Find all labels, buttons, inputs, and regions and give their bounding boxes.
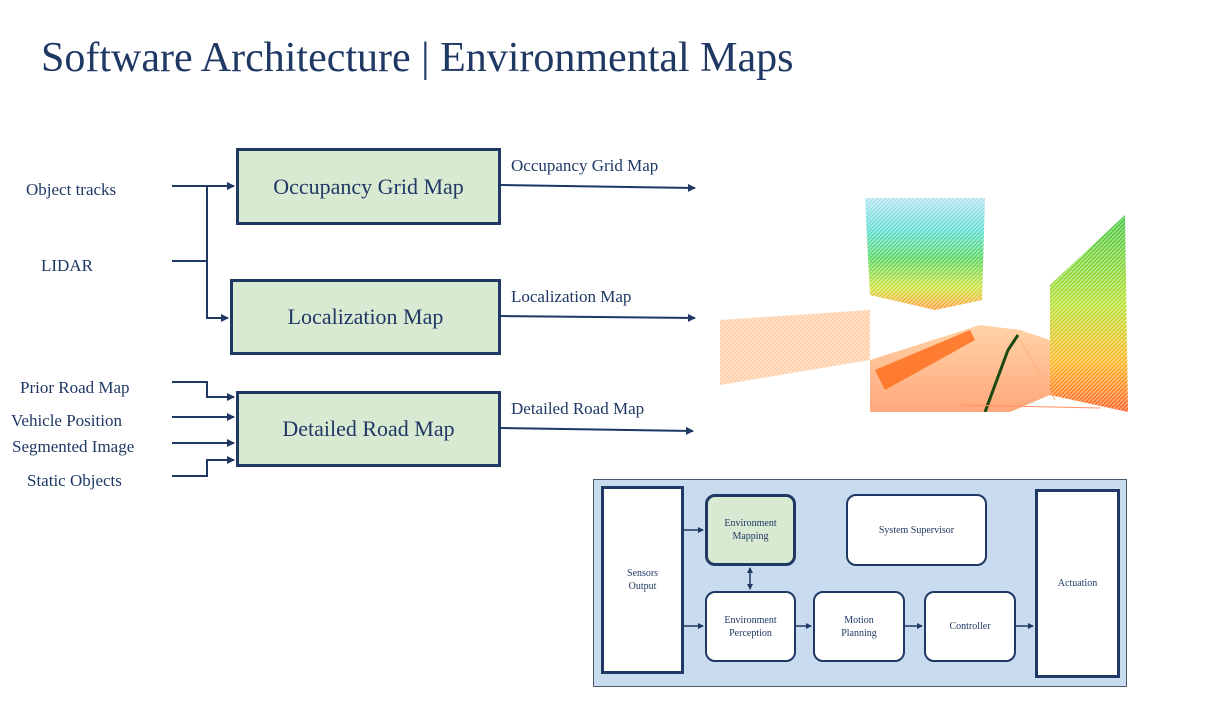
page-title: Software Architecture | Environmental Ma… [41, 35, 794, 81]
mini-diagram-arrows [684, 527, 1034, 629]
output-detailed-road-map: Detailed Road Map [511, 399, 645, 418]
localization-output-line [500, 313, 696, 322]
environment-perception-box: Environment Perception [705, 591, 796, 662]
lidar-point-cloud-image [720, 190, 1128, 412]
prior-road-map-line [172, 381, 235, 401]
system-supervisor-box: System Supervisor [846, 494, 987, 566]
controller-box: Controller [924, 591, 1016, 662]
merge-vertical-line [206, 186, 229, 322]
motion-planning-box: Motion Planning [813, 591, 905, 662]
detailed-output-line [500, 426, 694, 435]
input-prior-road-map: Prior Road Map [20, 378, 130, 397]
input-segmented-image: Segmented Image [12, 437, 135, 456]
sensors-output-box: Sensors Output [601, 486, 684, 674]
input-object-tracks: Object tracks [26, 180, 117, 199]
output-occupancy-grid-map: Occupancy Grid Map [511, 156, 659, 175]
localization-map-box: Localization Map [230, 279, 501, 355]
occupancy-grid-map-box: Occupancy Grid Map [236, 148, 501, 225]
input-vehicle-position: Vehicle Position [11, 411, 122, 430]
occupancy-output-line [500, 183, 696, 192]
detailed-road-map-box: Detailed Road Map [236, 391, 501, 467]
input-lidar: LIDAR [41, 256, 93, 275]
input-static-objects: Static Objects [27, 471, 122, 490]
actuation-box: Actuation [1035, 489, 1120, 678]
output-localization-map: Localization Map [511, 287, 632, 306]
architecture-mini-diagram: Sensors Output Environment Mapping Syste… [593, 479, 1127, 687]
static-objects-line [172, 456, 235, 477]
environment-mapping-box: Environment Mapping [705, 494, 796, 566]
